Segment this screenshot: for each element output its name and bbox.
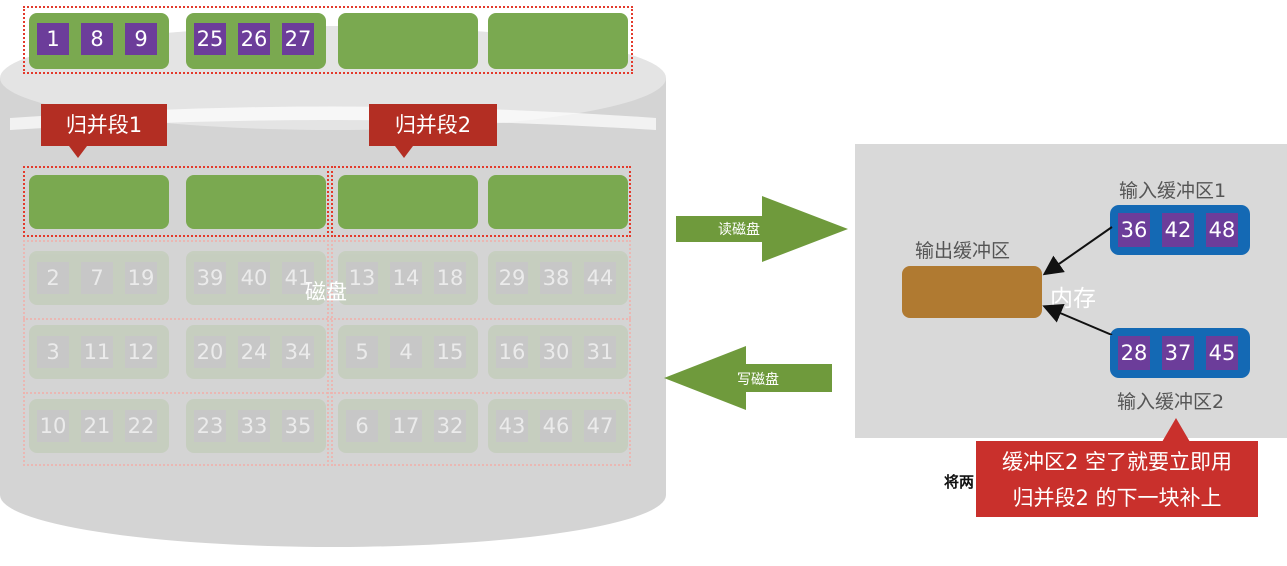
cell: 33	[238, 410, 270, 442]
segment1-column-outline	[23, 240, 329, 466]
note-line-2: 归并段2 的下一块补上	[1012, 486, 1222, 510]
disk-block: 10 21 22	[29, 399, 169, 453]
cell: 32	[434, 410, 466, 442]
read-arrow-label: 读磁盘	[718, 222, 760, 238]
segment2-label: 归并段2	[394, 113, 472, 137]
segment1-tag: 归并段1	[41, 104, 167, 158]
segment2-tag: 归并段2	[369, 104, 497, 158]
cell: 16	[496, 336, 528, 368]
cell: 45	[1206, 336, 1238, 370]
cell: 38	[540, 262, 572, 294]
disk-label: 磁盘	[305, 280, 347, 304]
cell: 31	[584, 336, 616, 368]
cell: 29	[496, 262, 528, 294]
disk-block: 13 14 18	[338, 251, 478, 305]
cell: 42	[1162, 213, 1194, 247]
cell: 3	[37, 336, 69, 368]
cell: 9	[125, 23, 157, 55]
cell: 6	[346, 410, 378, 442]
top-block-2: 25 26 27	[186, 13, 326, 69]
cell: 15	[434, 336, 466, 368]
segment1-label: 归并段1	[65, 113, 143, 137]
segment2-block-a	[338, 175, 478, 229]
cell: 43	[496, 410, 528, 442]
top-block-3	[338, 13, 478, 69]
write-arrow	[664, 346, 832, 410]
cell: 48	[1206, 213, 1238, 247]
cell: 41	[282, 262, 314, 294]
cell: 27	[282, 23, 314, 55]
hidden-note-prefix: 将两	[944, 473, 975, 491]
row-outline-1	[23, 318, 631, 320]
disk-block: 43 46 47	[488, 399, 628, 453]
disk-block: 23 33 35	[186, 399, 326, 453]
cell: 22	[125, 410, 157, 442]
cell: 19	[125, 262, 157, 294]
cell: 44	[584, 262, 616, 294]
cell: 46	[540, 410, 572, 442]
top-block-1: 1 8 9	[29, 13, 169, 69]
note-line-1: 缓冲区2 空了就要立即用	[1001, 450, 1233, 474]
segment1-block-b	[186, 175, 326, 229]
disk-block: 6 17 32	[338, 399, 478, 453]
cell: 4	[390, 336, 422, 368]
cell: 14	[390, 262, 422, 294]
segment1-block-a	[29, 175, 169, 229]
input-buffer-2-label: 输入缓冲区2	[1117, 391, 1225, 413]
cell: 23	[194, 410, 226, 442]
cell: 40	[238, 262, 270, 294]
disk-block: 20 24 34	[186, 325, 326, 379]
disk-block: 39 40 41	[186, 251, 326, 305]
cell: 20	[194, 336, 226, 368]
input-buffer-1: 36 42 48	[1110, 205, 1250, 255]
row-outline-2	[23, 392, 631, 394]
segment2-column-outline	[331, 240, 631, 466]
disk-block: 29 38 44	[488, 251, 628, 305]
cell: 39	[194, 262, 226, 294]
cell: 12	[125, 336, 157, 368]
cell: 25	[194, 23, 226, 55]
segment1-outline	[23, 166, 329, 237]
cell: 21	[81, 410, 113, 442]
write-arrow-label: 写磁盘	[737, 372, 779, 388]
cell: 26	[238, 23, 270, 55]
cell: 2	[37, 262, 69, 294]
cell: 47	[584, 410, 616, 442]
cell: 24	[238, 336, 270, 368]
disk-block: 3 11 12	[29, 325, 169, 379]
cell: 5	[346, 336, 378, 368]
top-row-outline	[23, 6, 633, 74]
disk-block: 16 30 31	[488, 325, 628, 379]
output-buffer	[902, 266, 1042, 318]
segment2-block-b	[488, 175, 628, 229]
cell: 17	[390, 410, 422, 442]
input-buffer-1-label: 输入缓冲区1	[1119, 180, 1227, 202]
cell: 10	[37, 410, 69, 442]
output-buffer-label: 输出缓冲区	[915, 240, 1011, 262]
cell: 8	[81, 23, 113, 55]
cell: 30	[540, 336, 572, 368]
cell: 37	[1162, 336, 1194, 370]
cell: 13	[346, 262, 378, 294]
top-block-4	[488, 13, 628, 69]
cell: 34	[282, 336, 314, 368]
input-buffer-2: 28 37 45	[1110, 328, 1250, 378]
cell: 11	[81, 336, 113, 368]
cell: 35	[282, 410, 314, 442]
cell: 1	[37, 23, 69, 55]
cell: 28	[1118, 336, 1150, 370]
cell: 36	[1118, 213, 1150, 247]
merge-arrows	[1042, 226, 1113, 335]
read-arrow	[676, 196, 848, 262]
cell: 7	[81, 262, 113, 294]
callout-note: 缓冲区2 空了就要立即用 归并段2 的下一块补上	[976, 418, 1258, 517]
segment2-outline	[331, 166, 631, 237]
cell: 18	[434, 262, 466, 294]
